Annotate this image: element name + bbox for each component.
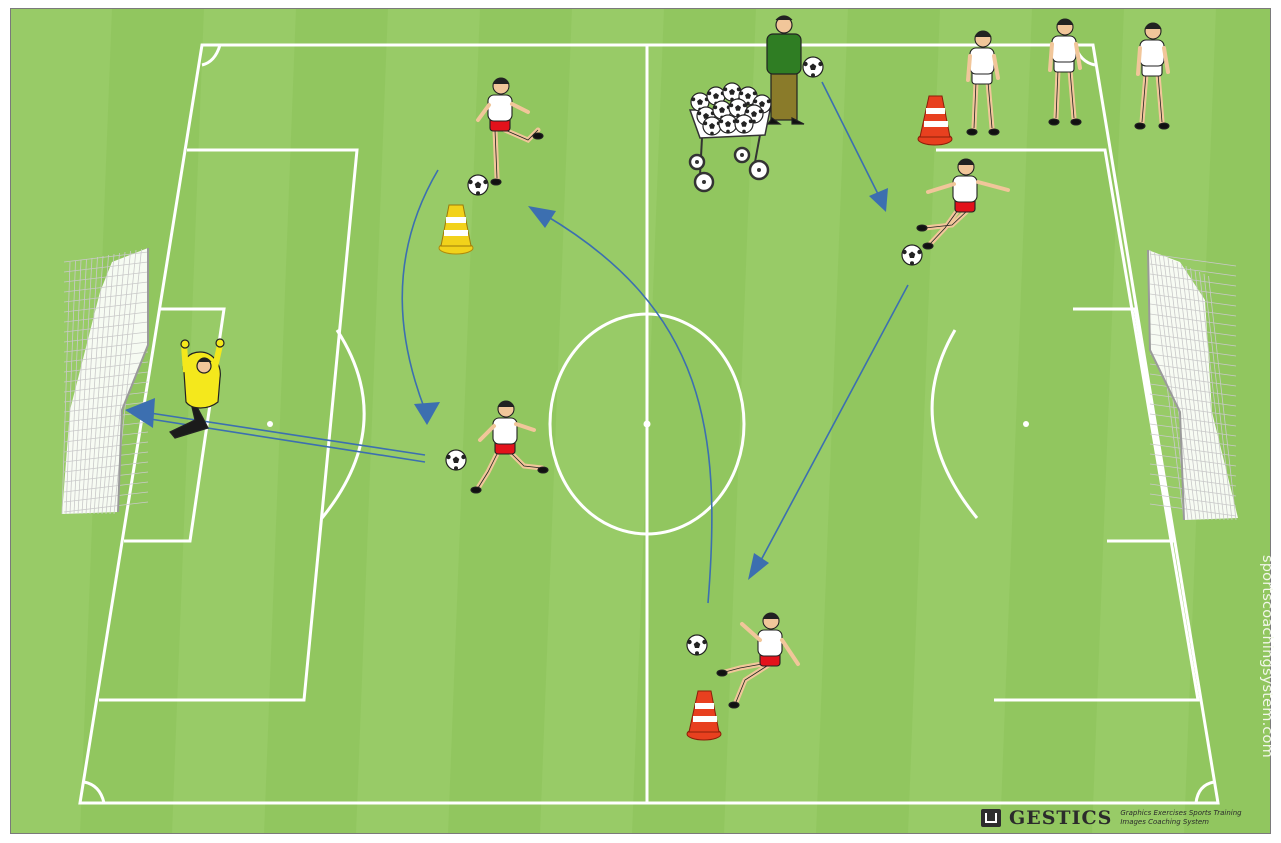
brand-tagline-top: Graphics Exercises Sports Training xyxy=(1120,809,1241,818)
ball-2 xyxy=(803,57,823,77)
right-penalty-spot xyxy=(1023,421,1029,427)
watermark-text: sportscoachingsystem.com xyxy=(1259,555,1275,758)
cart-ball-12 xyxy=(735,115,753,133)
cart-ball-11 xyxy=(719,115,737,133)
center-spot xyxy=(645,422,649,426)
cart-ball-10 xyxy=(703,117,721,135)
watermark: sportscoachingsystem.com xyxy=(1259,555,1275,805)
ball-1 xyxy=(468,175,488,195)
ball-5 xyxy=(687,635,707,655)
brand-name: GESTICS xyxy=(1009,807,1112,829)
left-penalty-spot xyxy=(267,421,273,427)
brand-logo: GESTICS Graphics Exercises Sports Traini… xyxy=(981,805,1242,831)
ball-4 xyxy=(446,450,466,470)
logo-icon xyxy=(981,809,1001,827)
ball-3 xyxy=(902,245,922,265)
brand-tagline-bottom: Images Coaching System xyxy=(1120,818,1241,827)
brand-tagline: Graphics Exercises Sports Training Image… xyxy=(1120,809,1241,827)
